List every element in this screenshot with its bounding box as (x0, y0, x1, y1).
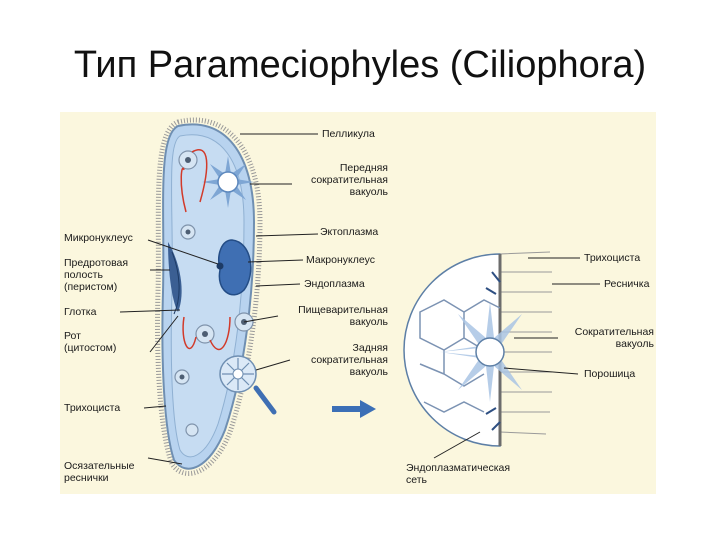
label-endoplasm: Эндоплазма (304, 278, 365, 290)
label-macronucleus: Макронуклеус (306, 254, 375, 266)
paramecium-diagram: Пелликула Передняя сократительная вакуол… (60, 112, 656, 494)
paramecium-body (155, 117, 277, 476)
label-micronucleus: Микронуклеус (64, 232, 133, 244)
label-posterior-contractile-vacuole: Задняя сократительная вакуоль (310, 342, 388, 378)
label-mouth: Рот (цитостом) (64, 330, 117, 354)
label-ectoplasm: Эктоплазма (320, 226, 379, 238)
label-trichocyst-left: Трихоциста (64, 402, 121, 414)
label-pellicle: Пелликула (322, 128, 375, 140)
label-contractile-vacuole: Сократительная вакуоль (574, 326, 654, 350)
label-anterior-contractile-vacuole: Передняя сократительная вакуоль (310, 162, 388, 198)
leader-lines (119, 133, 600, 465)
label-pharynx: Глотка (64, 306, 97, 318)
label-cilium: Ресничка (604, 278, 650, 290)
label-preoral-cavity: Предротовая полость (перистом) (64, 257, 129, 293)
slide-title: Тип Parameciophyles (Ciliophora) (73, 44, 647, 86)
label-pore: Порошица (584, 368, 636, 380)
label-digestive-vacuole: Пищеварительная вакуоль (298, 304, 388, 328)
label-tactile-cilia: Осязательные реснички (64, 460, 135, 484)
diagram-graphics (119, 117, 600, 476)
label-endoplasmic-net: Эндоплазматическая сеть (406, 462, 511, 486)
magnified-section (403, 251, 552, 447)
transition-arrow (332, 400, 376, 418)
label-trichocyst-right: Трихоциста (584, 252, 641, 264)
